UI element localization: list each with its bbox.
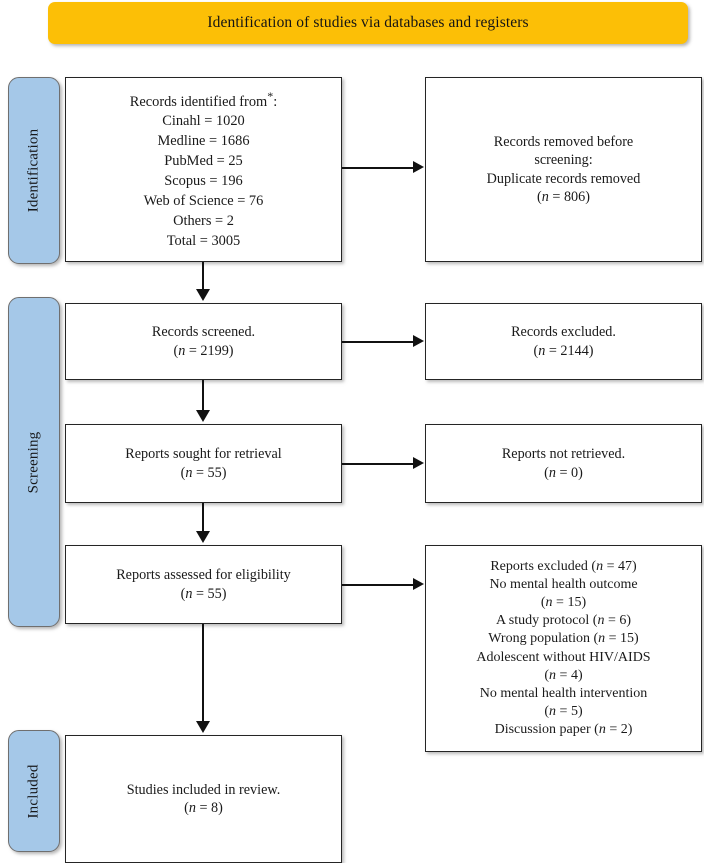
italic-n: n bbox=[188, 800, 196, 816]
stage-included-text: Included bbox=[25, 763, 42, 819]
box-text-line: Reports sought for retrieval bbox=[125, 446, 282, 463]
box-text-line: (n = 806) bbox=[537, 188, 590, 205]
connector-identified-to-screened bbox=[202, 262, 204, 291]
diagram-title: Identification of studies via databases … bbox=[207, 14, 529, 31]
box-studies-included: Studies included in review. (n = 8) bbox=[65, 735, 342, 863]
box-text-line: Adolescent without HIV/AIDS bbox=[476, 649, 651, 665]
box-reports-excluded: Reports excluded (n = 47) No mental healt… bbox=[425, 545, 702, 752]
box-reports-excluded-text: Reports excluded (n = 47) No mental healt… bbox=[426, 558, 701, 740]
box-text-line: (n = 55) bbox=[180, 464, 227, 481]
box-text-line: Discussion paper (n = 2) bbox=[494, 722, 633, 738]
arrowhead-assessed-to-included bbox=[196, 721, 210, 733]
box-text-line: Reports excluded (n = 47) bbox=[490, 558, 637, 574]
arrowhead-sought-to-assessed bbox=[196, 531, 210, 543]
arrowhead-assessed-to-reportsexcluded bbox=[413, 578, 424, 590]
stage-label-included: Included bbox=[8, 730, 60, 852]
italic-n: n bbox=[598, 722, 606, 738]
box-text-line: (n = 2144) bbox=[533, 342, 594, 359]
italic-n: n bbox=[549, 667, 557, 683]
box-text-line: (n = 4) bbox=[544, 667, 583, 683]
italic-n: n bbox=[185, 585, 193, 602]
box-text-line: A study protocol (n = 6) bbox=[495, 613, 632, 629]
stage-identification-text: Identification bbox=[25, 128, 42, 213]
box-records-excluded: Records excluded.(n = 2144) bbox=[425, 303, 702, 380]
italic-n: n bbox=[178, 342, 186, 359]
arrowhead-identified-to-removed bbox=[413, 161, 424, 173]
box-text-line: Records screened. bbox=[151, 324, 256, 341]
italic-n: n bbox=[548, 464, 556, 481]
italic-n: n bbox=[541, 188, 549, 205]
box-records-screened-text: Records screened.(n = 2199) bbox=[66, 323, 341, 360]
diagram-header-banner: Identification of studies via databases … bbox=[48, 2, 688, 44]
italic-n: n bbox=[538, 342, 546, 359]
italic-n: n bbox=[597, 613, 605, 629]
connector-screened-to-excluded bbox=[342, 341, 414, 343]
box-text-line: (n = 5) bbox=[544, 704, 583, 720]
box-reports-sought-text: Reports sought for retrieval(n = 55) bbox=[66, 445, 341, 482]
box-records-excluded-text: Records excluded.(n = 2144) bbox=[426, 323, 701, 360]
box-studies-included-text: Studies included in review. (n = 8) bbox=[66, 781, 341, 818]
box-text-line: Wrong population (n = 15) bbox=[488, 631, 639, 647]
box-text-line: (n = 15) bbox=[540, 594, 587, 610]
connector-identified-to-removed bbox=[342, 167, 414, 169]
box-text-line: No mental health outcome bbox=[489, 576, 638, 592]
footnote-marker: * bbox=[267, 88, 274, 103]
box-text-line: PubMed = 25 bbox=[164, 153, 243, 170]
box-text-line: Records removed before bbox=[493, 133, 634, 150]
box-text-line: screening: bbox=[534, 152, 593, 169]
box-text-line: Cinahl = 1020 bbox=[162, 113, 245, 130]
box-reports-sought: Reports sought for retrieval(n = 55) bbox=[65, 424, 342, 503]
box-text-line: (n = 0) bbox=[544, 464, 583, 481]
stage-label-screening: Screening bbox=[8, 297, 60, 627]
stage-screening-text: Screening bbox=[25, 431, 42, 493]
box-text-line: Web of Science = 76 bbox=[143, 192, 264, 209]
italic-n: n bbox=[596, 558, 604, 574]
box-text-line: Reports assessed for eligibility bbox=[116, 567, 291, 584]
box-text-line: Reports not retrieved. bbox=[501, 446, 626, 463]
box-reports-not-retrieved: Reports not retrieved.(n = 0) bbox=[425, 424, 702, 503]
box-reports-assessed: Reports assessed for eligibility(n = 55) bbox=[65, 545, 342, 624]
arrowhead-identified-to-screened bbox=[196, 289, 210, 301]
box-reports-not-retrieved-text: Reports not retrieved.(n = 0) bbox=[426, 445, 701, 482]
italic-n: n bbox=[545, 594, 553, 610]
box-text-line: Studies included in review. bbox=[126, 781, 281, 798]
italic-n: n bbox=[185, 464, 193, 481]
box-records-removed-text: Records removed before screening:Duplicat… bbox=[426, 133, 701, 207]
box-text-line: Others = 2 bbox=[173, 212, 234, 229]
italic-n: n bbox=[598, 631, 606, 647]
box-text-line: (n = 2199) bbox=[173, 342, 234, 359]
box-text-line: No mental health intervention bbox=[479, 685, 648, 701]
box-records-screened: Records screened.(n = 2199) bbox=[65, 303, 342, 380]
box-text-line: Duplicate records removed bbox=[486, 170, 641, 187]
stage-label-identification: Identification bbox=[8, 77, 60, 264]
box-text-line: Records excluded. bbox=[511, 324, 616, 341]
box-text-line: Records identified from*: bbox=[129, 88, 278, 110]
box-text-line: Scopus = 196 bbox=[164, 172, 243, 189]
connector-screened-to-sought bbox=[202, 380, 204, 412]
connector-assessed-to-included bbox=[202, 624, 204, 723]
arrowhead-screened-to-excluded bbox=[413, 335, 424, 347]
connector-sought-to-notretrieved bbox=[342, 463, 414, 465]
box-text-line: (n = 8) bbox=[184, 800, 223, 816]
box-reports-assessed-text: Reports assessed for eligibility(n = 55) bbox=[66, 566, 341, 603]
arrowhead-screened-to-sought bbox=[196, 410, 210, 422]
box-text-line: (n = 55) bbox=[180, 585, 227, 602]
arrowhead-sought-to-notretrieved bbox=[413, 457, 424, 469]
connector-assessed-to-reportsexcluded bbox=[342, 584, 414, 586]
connector-sought-to-assessed bbox=[202, 503, 204, 533]
box-text-line: Total = 3005 bbox=[166, 232, 241, 249]
italic-n: n bbox=[549, 704, 557, 720]
box-records-removed: Records removed before screening:Duplicat… bbox=[425, 77, 702, 262]
box-text-line: Medline = 1686 bbox=[157, 133, 250, 150]
